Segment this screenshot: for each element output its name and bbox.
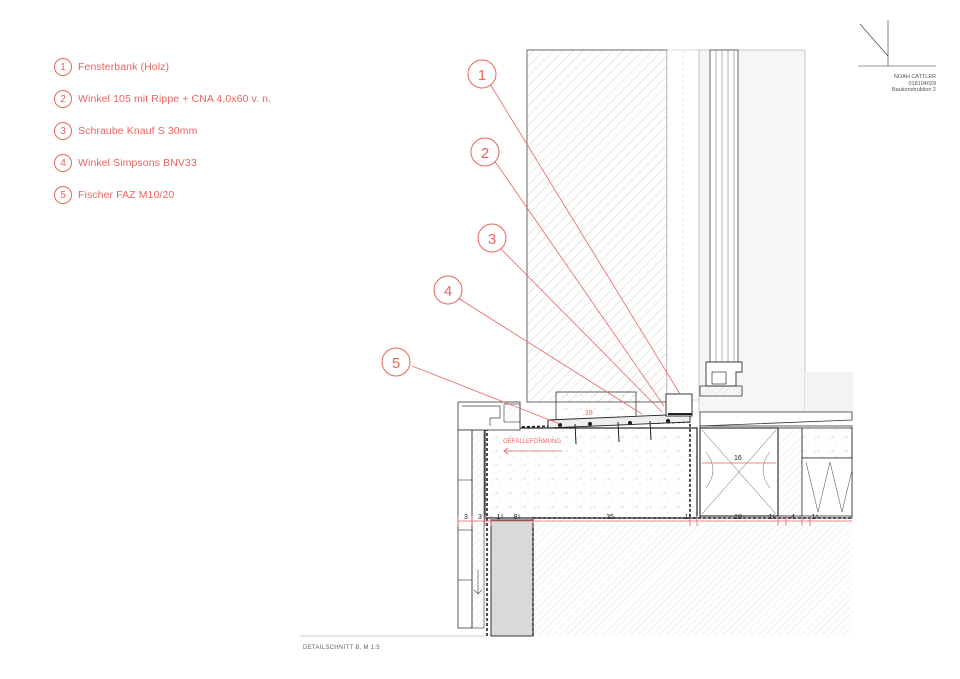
callout-1-label: 1 (478, 67, 486, 84)
legend-text: Winkel 105 mit Rippe + CNA 4,0x60 v. n. (78, 93, 272, 105)
dim-3: 8⁵ (514, 514, 521, 521)
legend-num: 3 (54, 122, 72, 140)
dim-4: 35 (606, 514, 614, 521)
callout-3-label: 3 (488, 231, 496, 248)
callout-leaders (411, 83, 681, 425)
callout-1: 1 (467, 59, 497, 89)
legend-item-2: 2 Winkel 105 mit Rippe + CNA 4,0x60 v. n… (54, 90, 271, 108)
legend-text: Winkel Simpsons BNV33 (78, 157, 197, 169)
callout-4-label: 4 (444, 283, 452, 300)
dim-6: 18 (734, 514, 742, 521)
dim-7: 1⁵ (769, 514, 776, 521)
drawing-caption: DETAILSCHNITT B, M 1:5 (303, 645, 381, 651)
callout-5-label: 5 (392, 355, 400, 372)
legend-text: Fensterbank (Holz) (78, 61, 170, 73)
legend-num: 1 (54, 58, 72, 76)
dim-5: 1⁵ (685, 514, 692, 521)
callout-5: 5 (381, 347, 411, 377)
dim-8: 4 (791, 514, 795, 521)
facade-cladding (300, 401, 521, 637)
upper-wall (526, 49, 700, 403)
callout-3: 3 (477, 223, 507, 253)
callout-2-label: 2 (481, 145, 489, 162)
callout-4: 4 (433, 275, 463, 305)
course-name: Baukonstruktion 2 (891, 87, 936, 94)
floor-right (699, 411, 853, 519)
legend-num: 2 (54, 90, 72, 108)
legend-item-3: 3 Schraube Knauf S 30mm (54, 122, 197, 140)
slope-arrow (503, 447, 562, 455)
titleblock-corner (858, 20, 936, 67)
legend-item-4: 4 Winkel Simpsons BNV33 (54, 154, 197, 172)
legend-text: Schraube Knauf S 30mm (78, 125, 198, 137)
legend-item-5: 5 Fischer FAZ M10/20 (54, 186, 174, 204)
dim-9: 1⁵ (812, 514, 819, 521)
titleblock: NOAH CATTLER 018104029 Baukonstruktion 2 (892, 74, 936, 94)
legend-text: Fischer FAZ M10/20 (78, 189, 175, 201)
dim-0: 3 (464, 514, 468, 521)
student-id: 018104029 (908, 80, 936, 87)
dim-1: 3 (478, 514, 482, 521)
legend-item-1: 1 Fensterbank (Holz) (54, 58, 169, 76)
callout-2: 2 (470, 137, 500, 167)
legend-num: 4 (54, 154, 72, 172)
legend-num: 5 (54, 186, 72, 204)
dim-2: 1⁵ (497, 514, 504, 521)
window-frame (698, 49, 853, 418)
dimension-chain: 3 3 1⁵ 8⁵ 35 1⁵ 18 1⁵ 4 1⁵ (457, 514, 852, 526)
concrete-slab (484, 421, 852, 637)
sill-width-label: 18 (585, 410, 593, 417)
sill-assembly (547, 391, 693, 445)
slope-label: GEFÄLLEFORMUNG (503, 438, 561, 445)
insulation-depth-label: 16 (734, 455, 742, 462)
author-name: NOAH CATTLER (893, 74, 936, 80)
